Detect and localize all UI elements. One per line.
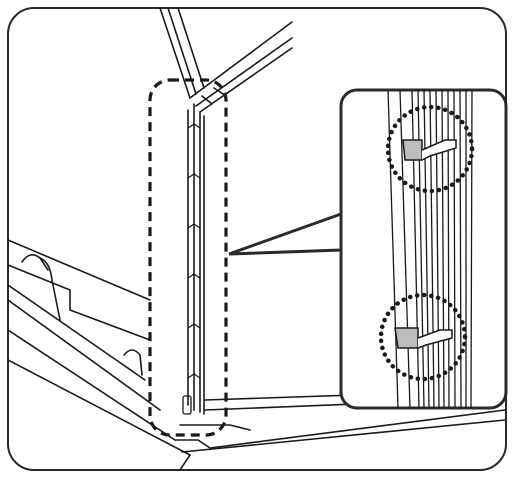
appliance-drawing xyxy=(8,8,506,470)
edge-clip-marks xyxy=(182,123,201,415)
callout-pointer-lines xyxy=(228,212,342,256)
dotted-circle-marker-bottom xyxy=(378,292,468,382)
top-clip xyxy=(402,139,457,161)
highlight-dashed-outline xyxy=(148,78,228,437)
zoom-detail-panel xyxy=(339,88,508,410)
bottom-clip xyxy=(394,327,453,349)
dotted-circle-marker-top xyxy=(385,104,475,194)
